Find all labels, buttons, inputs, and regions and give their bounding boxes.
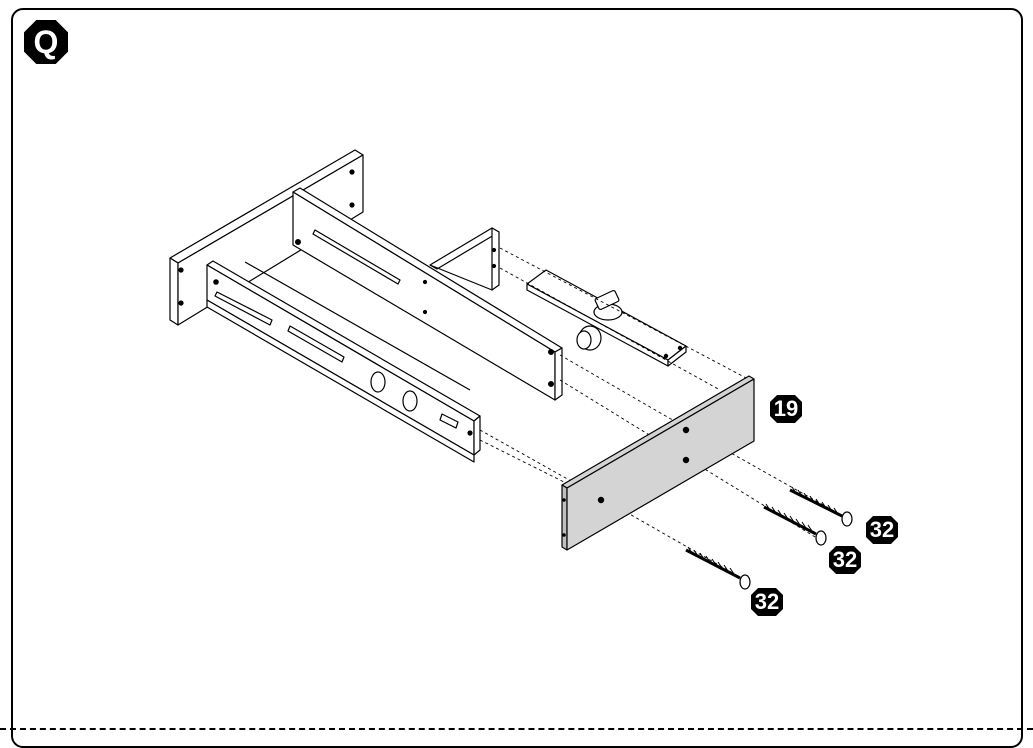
inner-divider: [292, 187, 563, 401]
base-edge: [244, 261, 471, 391]
front-rail: [206, 260, 481, 463]
part-number-badge-32: 32: [866, 516, 898, 544]
mechanism-plate: [526, 269, 687, 367]
front-panel-19: [561, 375, 755, 551]
step-label-badge: Q: [24, 20, 68, 64]
cut-line: [0, 728, 1033, 730]
part-number-badge-32: 32: [829, 546, 861, 574]
screw-3: [685, 546, 751, 590]
screw-2: [763, 503, 827, 546]
part-number-badge-32: 32: [751, 588, 783, 616]
part-number-badge-19: 19: [770, 395, 802, 423]
rear-block: [429, 227, 500, 291]
screw-1: [789, 486, 853, 527]
